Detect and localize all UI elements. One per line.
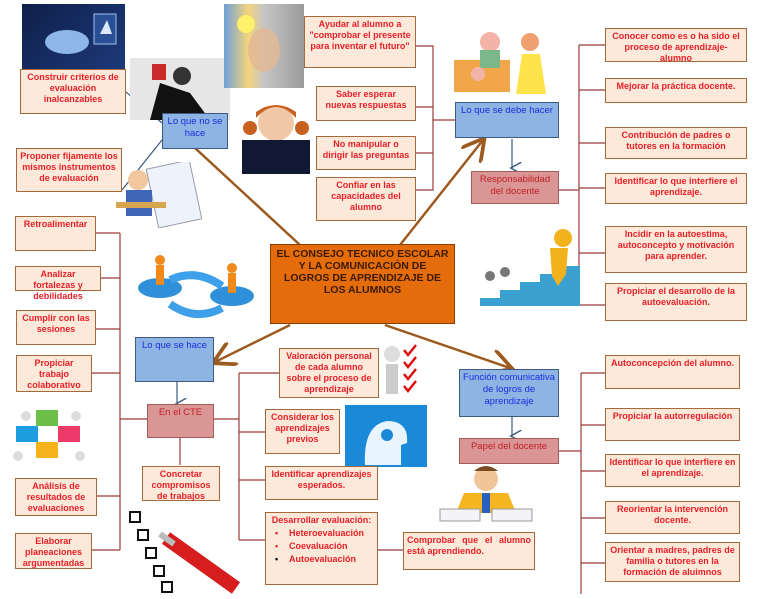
node-incidir-autoestima: Incidir en la autoestima, autoconcepto y… <box>605 226 747 273</box>
bullet-heteroevaluacion: Heteroevaluación <box>273 528 374 539</box>
node-propiciar-trabajo: Propiciar trabajo colaborativo <box>16 355 92 392</box>
family-meeting-image <box>450 24 550 102</box>
node-saber-esperar: Saber esperar nuevas respuestas <box>316 86 416 121</box>
lo-que-se-debe-hacer-node: Lo que se debe hacer <box>455 102 559 138</box>
node-orientar-madres: Orientar a madres, padres de familia o t… <box>605 542 740 582</box>
teacher-grading-image <box>436 465 536 523</box>
node-identificar-esperados: Identificar aprendizajes esperados. <box>265 466 378 500</box>
central-topic: EL CONSEJO TECNICO ESCOLAR Y LA COMUNICA… <box>270 244 455 324</box>
thinker-checkmarks-image <box>378 340 424 402</box>
node-concretar-compromisos: Concretar compromisos de trabajos <box>142 466 220 501</box>
boy-red-card-image <box>130 58 230 120</box>
checklist-pen-image <box>126 508 244 594</box>
desarrollar-title: Desarrollar evaluación: <box>271 515 372 525</box>
node-conocer-proceso: Conocer como es o ha sido el proceso de … <box>605 28 747 63</box>
node-identificar-interfiere: Identificar lo que interfiere el aprendi… <box>605 173 747 204</box>
communication-cycle-image <box>130 248 260 330</box>
node-cumplir-sesiones: Cumplir con las sesiones <box>16 310 96 345</box>
lo-que-se-hace-node: Lo que se hace <box>135 337 214 382</box>
node-desarrollar-evaluacion: Desarrollar evaluación: Heteroevaluación… <box>265 512 378 585</box>
bullet-autoevaluacion: Autoevaluación <box>273 554 374 565</box>
node-reorientar-intervencion: Reorientar la intervención docente. <box>605 501 740 534</box>
node-confiar-capacidades: Confiar en las capacidades del alumno <box>316 177 416 221</box>
node-propiciar-autorregulacion: Propiciar la autorregulación <box>605 408 740 441</box>
bullet-coevaluacion: Coevaluación <box>273 541 374 552</box>
girl-reading-image <box>240 98 312 176</box>
node-contribucion-padres: Contribución de padres o tutores en la f… <box>605 127 747 159</box>
node-autoconcepcion: Autoconcepción del alumno. <box>605 355 740 389</box>
responsabilidad-docente-node: Responsabilidad del docente <box>471 171 559 204</box>
evaluation-types-list: Heteroevaluación Coevaluación Autoevalua… <box>269 528 374 565</box>
node-analisis-resultados: Análisis de resultados de evaluaciones <box>15 478 97 516</box>
node-retroalimentar: Retroalimentar <box>15 216 96 251</box>
node-proponer-fijamente: Proponer fijamente los mismos instrument… <box>16 148 122 192</box>
node-propiciar-autoevaluacion: Propiciar el desarrollo de la autoevalua… <box>605 283 747 321</box>
node-comprobar-aprendiendo: Comprobar que el alumno está aprendiendo… <box>403 532 535 570</box>
node-identificar-interfiere-en: Identificar lo que interfiere en el apre… <box>605 454 740 487</box>
node-valoracion-personal: Valoración personal de cada alumno sobre… <box>279 348 379 398</box>
boy-checklist-image <box>112 159 203 229</box>
funcion-comunicativa-node: Función comunicativa de logros de aprend… <box>459 369 559 417</box>
node-analizar-fortalezas: Analizar fortalezas y debilidades <box>15 266 101 301</box>
papel-docente-node: Papel del docente <box>459 438 559 464</box>
node-mejorar-practica: Mejorar la práctica docente. <box>605 78 747 103</box>
node-construir-criterios: Construir criterios de evaluación inalca… <box>20 69 126 114</box>
stairs-runner-image <box>480 216 580 306</box>
puzzle-team-image <box>6 400 96 474</box>
rhinoceros-treadmill-image <box>22 4 125 70</box>
node-elaborar-planeaciones: Elaborar planeaciones argumentadas <box>15 533 92 569</box>
node-considerar-previos: Considerar los aprendizajes previos <box>265 409 340 454</box>
node-ayudar-alumno: Ayudar al alumno a "comprobar el present… <box>304 16 416 68</box>
face-gears-image <box>224 4 304 88</box>
node-no-manipular: No manipular o dirigir las preguntas <box>316 136 416 170</box>
en-el-cte-node: En el CTE <box>147 404 214 438</box>
lo-que-no-se-hace-node: Lo que no se hace <box>162 113 228 149</box>
brain-network-image <box>345 405 427 467</box>
